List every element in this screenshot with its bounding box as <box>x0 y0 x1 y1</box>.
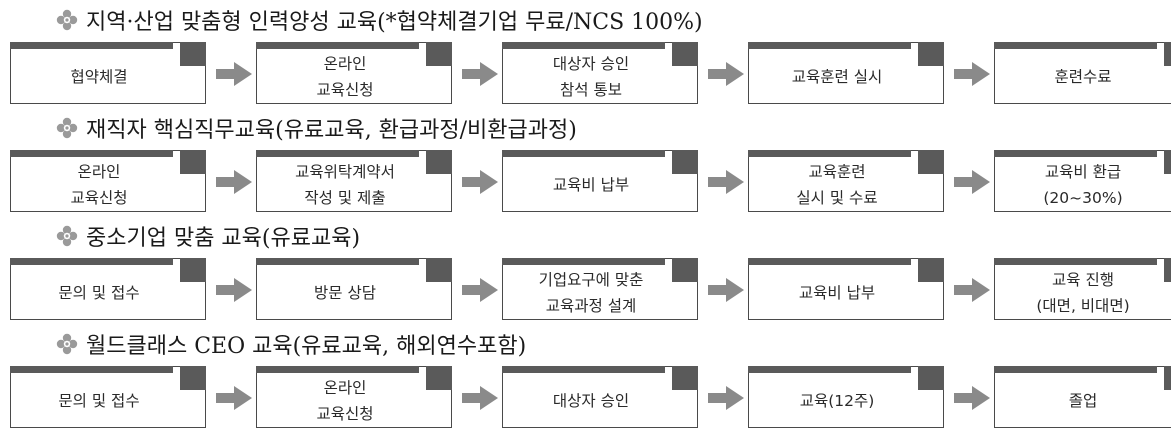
right-arrow-icon <box>954 386 990 410</box>
right-arrow-icon <box>708 386 744 410</box>
step-box: 대상자 승인 <box>502 366 698 428</box>
step-line: 실시 및 수료 <box>796 189 878 207</box>
right-arrow-icon <box>216 170 252 194</box>
right-arrow-icon <box>216 62 252 86</box>
flower-bullet-icon <box>56 9 78 31</box>
flower-bullet-icon <box>56 117 78 139</box>
step-line: 문의 및 접수 <box>58 284 140 302</box>
step-line: 졸업 <box>1068 392 1098 410</box>
step-line: 협약체결 <box>70 68 128 86</box>
right-arrow-icon <box>708 278 744 302</box>
step-line: 기업요구에 맞춘 <box>538 271 644 289</box>
step-box: 교육비 납부 <box>502 150 698 212</box>
section-title-text: 재직자 핵심직무교육(유료교육, 환급과정/비환급과정) <box>86 118 577 143</box>
step-box: 교육훈련 실시 <box>748 42 944 104</box>
section-title-1: 지역·산업 맞춤형 인력양성 교육(*협약체결기업 무료/NCS 100%) <box>56 2 703 38</box>
step-line: 온라인 <box>77 163 121 181</box>
step-line: 교육신청 <box>70 189 128 207</box>
flower-bullet-icon <box>56 333 78 355</box>
step-line: 방문 상담 <box>314 284 376 302</box>
step-box: 훈련수료 <box>994 42 1171 104</box>
right-arrow-icon <box>462 278 498 302</box>
step-line: 온라인 <box>323 379 367 397</box>
right-arrow-icon <box>462 62 498 86</box>
step-box: 교육 진행 (대면, 비대면) <box>994 258 1171 320</box>
step-line: 대상자 승인 <box>552 55 630 73</box>
step-line: 작성 및 제출 <box>304 189 386 207</box>
step-line: 교육비 납부 <box>798 284 876 302</box>
section-title-text: 지역·산업 맞춤형 인력양성 교육(*협약체결기업 무료/NCS 100%) <box>86 10 703 35</box>
section-title-text: 중소기업 맞춤 교육(유료교육) <box>86 226 361 251</box>
step-line: 교육훈련 실시 <box>791 68 883 86</box>
step-line: 교육(12주) <box>799 392 875 410</box>
step-box: 협약체결 <box>10 42 206 104</box>
flower-bullet-icon <box>56 225 78 247</box>
section-title-3: 중소기업 맞춤 교육(유료교육) <box>56 218 360 254</box>
step-box: 방문 상담 <box>256 258 452 320</box>
step-line: 교육비 납부 <box>552 176 630 194</box>
section-title-text: 월드클래스 CEO 교육(유료교육, 해외연수포함) <box>86 334 527 359</box>
step-line: 교육비 환급 <box>1044 163 1122 181</box>
step-line: 대상자 승인 <box>552 392 630 410</box>
right-arrow-icon <box>462 386 498 410</box>
right-arrow-icon <box>216 278 252 302</box>
right-arrow-icon <box>708 62 744 86</box>
step-box: 교육비 환급 (20~30%) <box>994 150 1171 212</box>
step-line: 교육 진행 <box>1052 271 1114 289</box>
step-line: 교육훈련 <box>808 163 866 181</box>
right-arrow-icon <box>462 170 498 194</box>
step-line: 교육과정 설계 <box>545 297 637 315</box>
right-arrow-icon <box>954 278 990 302</box>
step-line: (20~30%) <box>1043 189 1123 207</box>
section-title-2: 재직자 핵심직무교육(유료교육, 환급과정/비환급과정) <box>56 110 577 146</box>
step-line: 훈련수료 <box>1054 68 1112 86</box>
right-arrow-icon <box>708 170 744 194</box>
step-box: 교육비 납부 <box>748 258 944 320</box>
right-arrow-icon <box>216 386 252 410</box>
right-arrow-icon <box>954 170 990 194</box>
step-line: 교육신청 <box>316 81 374 99</box>
step-line: 참석 통보 <box>560 81 622 99</box>
step-box: 교육(12주) <box>748 366 944 428</box>
step-box: 문의 및 접수 <box>10 258 206 320</box>
section-title-4: 월드클래스 CEO 교육(유료교육, 해외연수포함) <box>56 326 526 362</box>
step-box: 졸업 <box>994 366 1171 428</box>
step-line: 문의 및 접수 <box>58 392 140 410</box>
step-line: 교육신청 <box>316 405 374 423</box>
step-line: 교육위탁계약서 <box>295 163 395 181</box>
step-line: 온라인 <box>323 55 367 73</box>
step-line: (대면, 비대면) <box>1036 297 1130 315</box>
right-arrow-icon <box>954 62 990 86</box>
step-box: 문의 및 접수 <box>10 366 206 428</box>
